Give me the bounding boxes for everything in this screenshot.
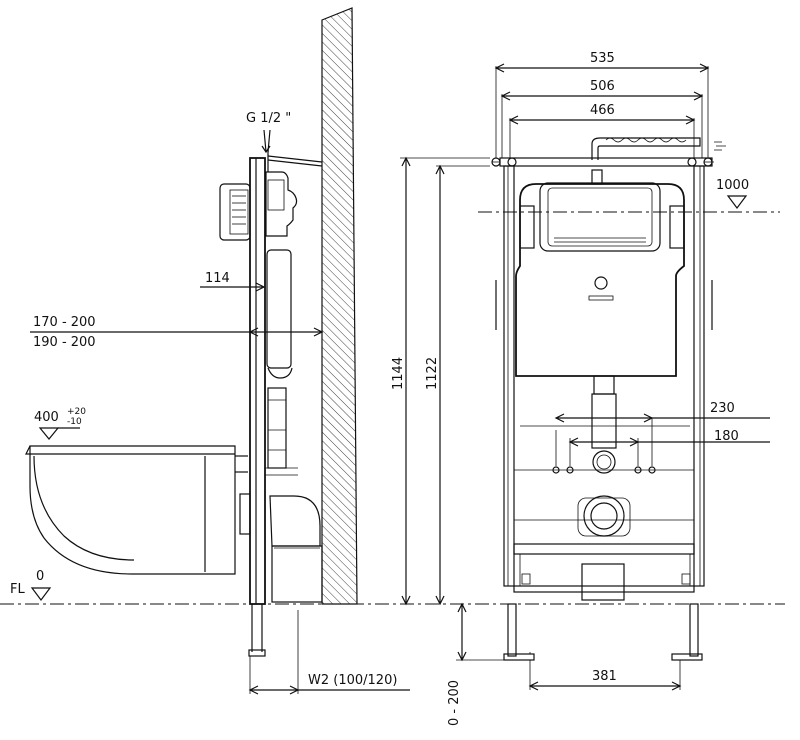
dim-506: 506 <box>590 79 615 94</box>
floor-label: FL <box>10 582 25 597</box>
dim-170-200: 170 - 200 <box>33 315 96 330</box>
dim-leg-adjust: 0 - 200 <box>447 680 462 726</box>
dim-114: 114 <box>205 271 230 286</box>
dim-230: 230 <box>710 401 735 416</box>
floor-zero: 0 <box>36 569 44 584</box>
inlet-label: G 1/2 " <box>246 111 291 126</box>
wall <box>321 7 358 605</box>
bowl-height-minus: -10 <box>67 417 82 427</box>
drain-elbow <box>269 495 323 603</box>
side-cistern <box>265 171 298 469</box>
dim-535: 535 <box>590 51 615 66</box>
dim-381: 381 <box>592 669 617 684</box>
bowl-height: 400 <box>34 410 59 425</box>
floor-marker <box>30 587 52 601</box>
bowl-height-plus: +20 <box>67 407 86 417</box>
dim-466: 466 <box>590 103 615 118</box>
bowl-height-marker <box>38 427 80 440</box>
front-frame <box>491 157 714 661</box>
dim-1122: 1122 <box>425 357 440 390</box>
flush-pipe <box>577 375 631 601</box>
dim-w2: W2 (100/120) <box>308 673 397 688</box>
flush-plate-side <box>219 183 251 241</box>
inlet-pipe <box>261 129 323 172</box>
front-inlet-hose <box>591 137 726 160</box>
dim-190-200: 190 - 200 <box>33 335 96 350</box>
side-frame <box>248 157 298 657</box>
front-cistern <box>515 169 685 377</box>
level-1000: 1000 <box>716 178 749 193</box>
toilet-bowl <box>25 445 251 575</box>
dim-1144: 1144 <box>391 357 406 390</box>
dim-180: 180 <box>714 429 739 444</box>
